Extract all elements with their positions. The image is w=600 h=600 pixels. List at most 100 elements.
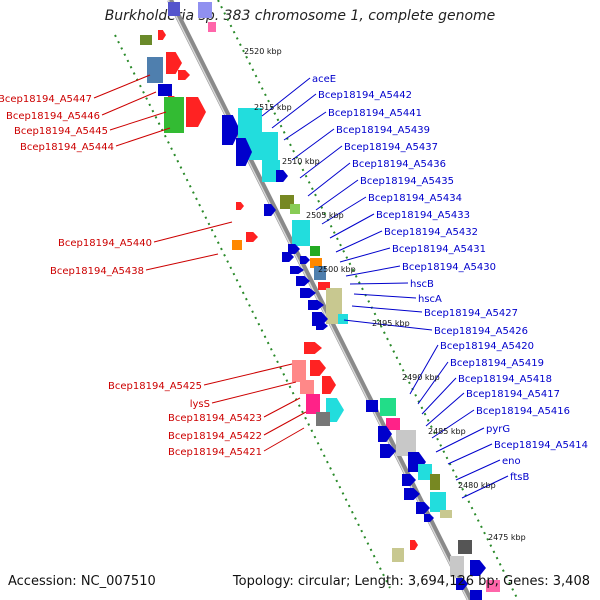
genome-backbone-highlight — [167, 0, 469, 600]
leader-line — [455, 459, 501, 481]
gene-arrow — [178, 70, 190, 80]
gene-block — [458, 540, 472, 554]
kbp-tick-label: 2515 kbp — [254, 103, 292, 112]
gene-block — [262, 132, 278, 160]
gene-arrow — [410, 540, 418, 550]
leader-line — [299, 145, 343, 179]
leader-line — [435, 427, 485, 453]
gene-label-right[interactable]: Bcep18194_A5434 — [368, 193, 462, 204]
gene-label-right[interactable]: Bcep18194_A5441 — [328, 108, 422, 119]
gene-block — [440, 510, 452, 518]
gene-arrow — [296, 276, 310, 286]
gene-label-right[interactable]: Bcep18194_A5433 — [376, 210, 470, 221]
gene-label-right[interactable]: aceE — [312, 74, 336, 85]
gene-label-right[interactable]: hscA — [418, 294, 442, 305]
gene-label-right[interactable]: eno — [502, 456, 521, 467]
gene-label-right[interactable]: Bcep18194_A5431 — [392, 244, 486, 255]
gene-label-left[interactable]: Bcep18194_A5446 — [6, 111, 100, 122]
leader-line — [101, 91, 157, 116]
leader-line — [349, 282, 409, 285]
gene-block — [386, 418, 400, 430]
leader-line — [263, 397, 301, 418]
gene-arrow — [380, 444, 396, 458]
gene-label-right[interactable]: Bcep18194_A5432 — [384, 227, 478, 238]
gene-arrow — [166, 52, 182, 74]
gene-arrow — [276, 170, 288, 182]
gene-label-right[interactable]: Bcep18194_A5435 — [360, 176, 454, 187]
gene-arrow — [236, 138, 252, 166]
gene-label-left[interactable]: Bcep18194_A5440 — [58, 238, 152, 249]
gene-label-right[interactable]: Bcep18194_A5420 — [440, 341, 534, 352]
leader-line — [115, 127, 171, 147]
gene-block — [486, 580, 500, 592]
gene-arrow — [322, 376, 336, 394]
gene-label-right[interactable]: Bcep18194_A5427 — [424, 308, 518, 319]
gene-label-right[interactable]: Bcep18194_A5418 — [458, 374, 552, 385]
gene-block — [310, 246, 320, 256]
gene-block — [306, 394, 320, 414]
gene-arrow — [300, 256, 310, 264]
gene-label-right[interactable]: Bcep18194_A5436 — [352, 159, 446, 170]
gene-arrow — [424, 514, 434, 522]
gene-arrow — [222, 115, 240, 145]
gene-label-right[interactable]: Bcep18194_A5416 — [476, 406, 570, 417]
gene-block — [470, 590, 482, 600]
gene-label-right[interactable]: ftsB — [510, 472, 529, 483]
gene-block — [168, 2, 180, 16]
gene-block — [430, 474, 440, 490]
gene-block — [396, 430, 416, 456]
gene-label-left[interactable]: Bcep18194_A5447 — [0, 94, 92, 105]
leader-line — [335, 230, 383, 253]
kbp-tick-label: 2495 kbp — [372, 319, 410, 328]
gene-label-right[interactable]: Bcep18194_A5414 — [494, 440, 588, 451]
gene-arrow — [236, 202, 244, 210]
leader-line — [93, 74, 151, 99]
leader-line — [461, 475, 509, 499]
leader-line — [263, 411, 307, 436]
gene-label-right[interactable]: Bcep18194_A5437 — [344, 142, 438, 153]
gene-label-left[interactable]: Bcep18194_A5423 — [168, 413, 262, 424]
gene-arrow — [308, 300, 324, 310]
leader-line — [211, 381, 297, 404]
gene-arrow — [158, 30, 166, 40]
leader-line — [421, 377, 457, 415]
gene-label-left[interactable]: Bcep18194_A5445 — [14, 126, 108, 137]
gene-label-right[interactable]: Bcep18194_A5417 — [466, 389, 560, 400]
gene-label-right[interactable]: Bcep18194_A5426 — [434, 326, 528, 337]
gene-label-right[interactable]: Bcep18194_A5419 — [450, 358, 544, 369]
gene-block — [310, 258, 322, 268]
kbp-tick-label: 2480 kbp — [458, 481, 496, 490]
leader-line — [353, 293, 417, 299]
leader-line — [343, 319, 433, 331]
gene-block — [300, 380, 314, 394]
gene-block — [140, 35, 152, 45]
gene-label-left[interactable]: Bcep18194_A5422 — [168, 431, 262, 442]
leader-line — [417, 361, 449, 405]
gene-arrow — [416, 502, 430, 514]
gene-label-right[interactable]: Bcep18194_A5442 — [318, 90, 412, 101]
gene-label-right[interactable]: pyrG — [486, 424, 510, 435]
leader-line — [315, 179, 359, 211]
gene-label-left[interactable]: Bcep18194_A5425 — [108, 381, 202, 392]
gene-label-right[interactable]: Bcep18194_A5439 — [336, 125, 430, 136]
gene-label-left[interactable]: Bcep18194_A5438 — [50, 266, 144, 277]
leader-line — [271, 93, 317, 129]
leader-line — [351, 305, 423, 313]
leader-line — [153, 221, 233, 243]
gene-block — [262, 160, 280, 182]
leader-line — [291, 128, 335, 161]
gene-block — [418, 464, 432, 480]
gene-block — [430, 492, 446, 512]
kbp-tick-label: 2500 kbp — [318, 265, 356, 274]
gene-block — [198, 2, 212, 18]
gene-label-right[interactable]: hscB — [410, 279, 434, 290]
gene-label-left[interactable]: lysS — [190, 399, 210, 410]
gene-label-left[interactable]: Bcep18194_A5444 — [20, 142, 114, 153]
dotted-guide-left — [114, 34, 391, 589]
gene-label-right[interactable]: Bcep18194_A5430 — [402, 262, 496, 273]
gene-label-left[interactable]: Bcep18194_A5421 — [168, 447, 262, 458]
gene-block — [208, 22, 216, 32]
gene-arrow — [378, 426, 392, 442]
leader-line — [261, 77, 311, 117]
